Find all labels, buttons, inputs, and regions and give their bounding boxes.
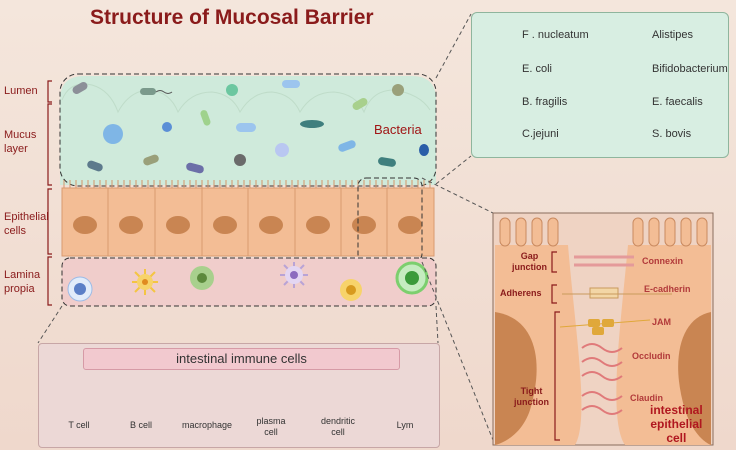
label-gap-line1: Gap <box>520 251 539 261</box>
immune-cells-panel: intestinal immune cells T cell B cell ma… <box>38 343 440 448</box>
page-title: Structure of Mucosal Barrier <box>90 6 374 29</box>
label-gap-line2: junction <box>512 262 547 272</box>
label-iec-line2: epithelial <box>650 417 703 431</box>
label-connexin: Connexin <box>642 256 684 266</box>
label-lamina-propia: Lamina propia <box>4 268 40 296</box>
bacteria-label: Bacteria <box>374 122 422 137</box>
microvilli <box>63 180 431 188</box>
label-dendritic-line2: cell <box>331 427 345 437</box>
legend-sbovis: S. bovis <box>652 128 692 140</box>
legend-alistipes: Alistipes <box>652 29 693 41</box>
label-dendritic-cell: dendritic cell <box>303 416 373 438</box>
label-iec-line1: intestinal <box>650 403 703 417</box>
label-t-cell: T cell <box>68 420 90 430</box>
label-lumen: Lumen <box>4 85 38 97</box>
label-epithelial-cells: Epithelial cells <box>4 210 49 238</box>
connector-lines <box>37 13 494 441</box>
label-adherens: Adherens <box>500 288 542 298</box>
epithelial-layer <box>61 177 435 263</box>
label-intestinal-epithelial-cell: intestinal epithelial cell <box>650 403 703 445</box>
label-iec-line3: cell <box>666 431 687 445</box>
label-e-cadherin: E-cadherin <box>644 284 691 294</box>
label-plasma-cell: plasma cell <box>236 416 306 438</box>
label-claudin: Claudin <box>630 393 663 403</box>
label-jam: JAM <box>652 317 672 327</box>
legend-efaecalis: E. faecalis <box>652 96 703 108</box>
layer-brackets <box>47 80 52 306</box>
label-b-cell: B cell <box>129 420 152 430</box>
label-gap-junction: Gap junction <box>512 251 547 273</box>
label-mucus-line1: Mucus <box>4 129 37 141</box>
label-mucus-line2: layer <box>4 143 28 155</box>
label-tight-junction: Tight junction <box>514 386 549 408</box>
label-macrophage: macrophage <box>181 420 233 430</box>
label-epithelial-line2: cells <box>4 225 27 237</box>
label-plasma-line1: plasma <box>256 416 286 426</box>
bacteria-legend: F . nucleatum Alistipes E. coli Bifidoba… <box>471 12 729 158</box>
bacteria-cluster <box>72 80 429 174</box>
label-mucus-layer: Mucus layer <box>4 128 36 156</box>
legend-fnucleatum: F . nucleatum <box>522 29 589 41</box>
label-lym: Lym <box>396 420 414 430</box>
legend-ecoli: E. coli <box>522 63 552 75</box>
label-epithelial-line1: Epithelial <box>4 211 49 223</box>
lamina-propria <box>61 257 437 307</box>
label-lamina-line2: propia <box>4 283 35 295</box>
legend-bfragilis: B. fragilis <box>522 96 568 108</box>
legend-cjejuni: C.jejuni <box>522 128 559 140</box>
label-tight-line2: junction <box>514 397 549 407</box>
legend-bifidobacterium: Bifidobacterium <box>652 63 728 75</box>
nuclei <box>73 216 422 234</box>
label-occludin: Occludin <box>632 351 671 361</box>
label-plasma-line2: cell <box>264 427 278 437</box>
immune-cells-header: intestinal immune cells <box>83 348 400 370</box>
label-lamina-line1: Lamina <box>4 269 41 281</box>
tight-junction-detail <box>492 212 714 446</box>
label-tight-line1: Tight <box>520 386 543 396</box>
label-dendritic-line1: dendritic <box>320 416 356 426</box>
